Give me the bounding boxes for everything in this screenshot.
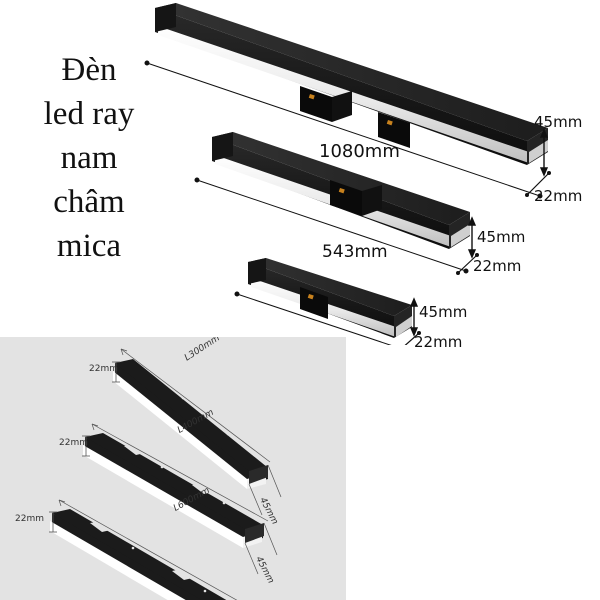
tech-label-width-l400: 22mm [59,438,88,448]
tech-label-width-l300: 22mm [89,364,118,374]
dimension-line-543 [194,177,469,274]
drawing-l400-graphic [82,423,278,575]
dim-label-depth-large: 22mm [534,187,583,205]
fixture-medium-graphic [212,132,470,249]
dimension-arrow-45-small [409,297,419,337]
title-line-5: mica [56,228,122,264]
dimension-arrow-45-medium [467,216,477,259]
dimension-arrow-45-large [539,128,549,177]
dimension-line-small [234,291,392,345]
fixture-small-graphic [248,258,412,338]
dim-label-length-medium: 543mm [322,242,388,262]
title-line-1: Đèn [61,52,117,88]
dim-label-height-medium: 45mm [477,228,526,246]
dimension-leader-22-medium [456,253,479,275]
product-photo-area: 1080mm 45mm 22mm 543mm 45mm 22mm 45mm 22… [144,3,583,351]
technical-drawing-panel: 22mm L300mm 45mm 22mm L400mm 45mm 22mm L… [0,337,346,600]
fixture-large-graphic [155,3,548,165]
technical-drawings [49,348,282,600]
title-line-3: nam [60,140,118,176]
tech-label-width-l600: 22mm [15,514,44,524]
dim-label-depth-small: 22mm [414,333,463,351]
dimension-line-1080 [144,60,543,199]
drawing-l300-graphic [112,348,282,516]
drawing-l600-graphic [49,499,238,600]
title-line-4: châm [53,184,125,220]
dim-label-depth-medium: 22mm [473,257,522,275]
fixtures-illustration [144,3,551,345]
dim-label-height-large: 45mm [534,113,583,131]
dimension-leader-22-small [404,331,421,345]
dimension-leader-22-large [525,171,551,197]
product-title: Đèn led ray nam châm mica [8,48,170,268]
dim-label-height-small: 45mm [419,303,468,321]
title-line-2: led ray [43,96,135,132]
dim-label-length-large: 1080mm [319,141,400,162]
